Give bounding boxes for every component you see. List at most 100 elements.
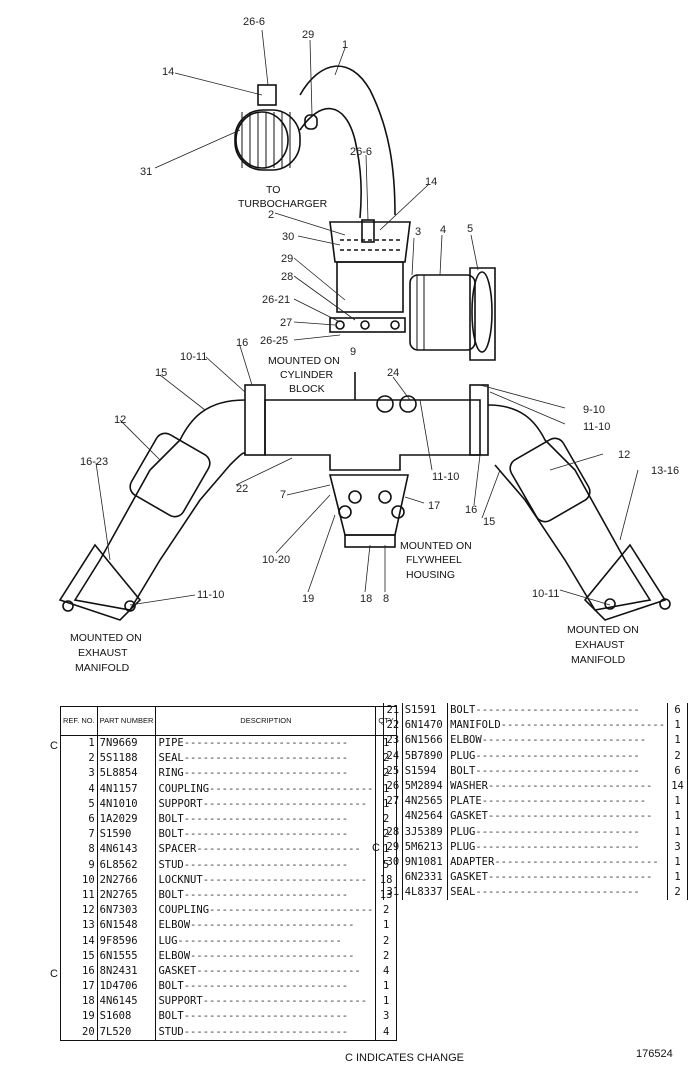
elbow-left-part-15 bbox=[73, 399, 246, 611]
description-text: GASKET bbox=[450, 810, 489, 823]
ref-cell: 12 bbox=[60, 903, 98, 919]
part-number-cell: 9N1081 bbox=[402, 854, 449, 871]
description-cell: COUPLING-------------------------- bbox=[155, 903, 377, 919]
leader-dashes: -------------------------- bbox=[209, 904, 374, 917]
callout-9: 9 bbox=[350, 346, 356, 358]
description-cell: BOLT-------------------------- bbox=[155, 887, 377, 904]
exhaust-flange-left bbox=[58, 543, 142, 621]
part-number-cell: 4N6143 bbox=[97, 842, 157, 858]
description-text: COUPLING bbox=[158, 904, 210, 917]
part-number-cell: 1D4706 bbox=[97, 979, 157, 995]
flywheel-note-line1: MOUNTED ON bbox=[400, 540, 472, 552]
description-cell: LOCKNUT-------------------------- bbox=[155, 872, 377, 888]
header-description: DESCRIPTION bbox=[155, 706, 377, 736]
description-text: PLUG bbox=[450, 840, 476, 853]
leader-dashes: -------------------------- bbox=[183, 1025, 349, 1038]
description-text: ELBOW bbox=[158, 949, 191, 962]
description-text: SUPPORT bbox=[158, 797, 203, 810]
ref-cell bbox=[383, 870, 403, 886]
callout-14-left: 14 bbox=[162, 66, 174, 78]
description-cell: GASKET-------------------------- bbox=[447, 870, 669, 886]
seal-part-31 bbox=[234, 109, 301, 171]
description-text: GASKET bbox=[158, 964, 197, 977]
description-cell: SUPPORT-------------------------- bbox=[155, 796, 377, 812]
description-cell: BOLT-------------------------- bbox=[447, 703, 669, 719]
callout-16-left: 16 bbox=[236, 337, 248, 349]
callout-17: 17 bbox=[428, 500, 440, 512]
callout-13-16: 13-16 bbox=[651, 465, 679, 477]
description-text: GASKET bbox=[450, 871, 489, 884]
leader-dashes: -------------------------- bbox=[209, 782, 374, 795]
description-text: SPACER bbox=[158, 843, 197, 856]
leader-dashes: -------------------------- bbox=[500, 719, 666, 732]
description-cell: BOLT-------------------------- bbox=[155, 979, 377, 995]
turbo-note-line2: TURBOCHARGER bbox=[238, 198, 328, 210]
ref-cell: 25 bbox=[383, 763, 403, 779]
ref-cell: 9 bbox=[60, 857, 98, 873]
description-text: LUG bbox=[158, 934, 178, 947]
callout-11-10-right: 11-10 bbox=[583, 421, 610, 433]
leader-dashes: -------------------------- bbox=[202, 995, 368, 1008]
description-cell: ELBOW-------------------------- bbox=[155, 948, 377, 964]
qty-cell: 6 bbox=[674, 764, 681, 777]
part-number-cell: 6L8562 bbox=[97, 857, 157, 873]
description-cell: WASHER-------------------------- bbox=[447, 778, 669, 795]
callout-29-top: 29 bbox=[302, 29, 314, 41]
ref-cell: 15 bbox=[60, 948, 98, 964]
coupling-left-part-12 bbox=[129, 432, 211, 518]
description-text: STUD bbox=[158, 858, 184, 871]
qty-cell: 1 bbox=[674, 795, 681, 808]
callout-15-right: 15 bbox=[483, 516, 495, 528]
leader-dashes: -------------------------- bbox=[196, 843, 361, 856]
description-text: PIPE bbox=[158, 737, 184, 750]
ref-cell: 5 bbox=[60, 796, 98, 812]
qty-cell: 1 bbox=[382, 995, 390, 1008]
qty-cell: 1 bbox=[674, 871, 681, 884]
leader-dashes: -------------------------- bbox=[183, 813, 349, 826]
callout-2: 2 bbox=[268, 209, 274, 221]
callout-12-right: 12 bbox=[618, 449, 630, 461]
leader-dashes: -------------------------- bbox=[202, 873, 368, 886]
ref-cell: 16 bbox=[60, 963, 98, 979]
part-number-cell: 4N2564 bbox=[402, 809, 449, 825]
description-cell: STUD-------------------------- bbox=[155, 1024, 377, 1041]
part-number-cell: 6N2331 bbox=[402, 870, 449, 886]
description-text: BOLT bbox=[158, 1010, 184, 1023]
description-cell: PLUG-------------------------- bbox=[447, 748, 669, 764]
description-cell: PLATE-------------------------- bbox=[447, 794, 669, 810]
flywheel-note-line2: FLYWHEEL bbox=[406, 554, 462, 566]
ref-cell: 21 bbox=[383, 703, 403, 719]
description-text: ELBOW bbox=[158, 919, 191, 932]
ref-cell: 14 bbox=[60, 933, 98, 949]
ref-cell: 7 bbox=[60, 827, 98, 843]
description-text: COUPLING bbox=[158, 782, 210, 795]
callout-16-right: 16 bbox=[465, 504, 477, 516]
lug-part-14-mid bbox=[361, 219, 375, 243]
part-number-cell: 7N9669 bbox=[97, 735, 157, 752]
exhaust-right-note-line2: EXHAUST bbox=[575, 639, 625, 651]
ref-cell: 8 bbox=[60, 842, 98, 858]
description-cell: ADAPTER-------------------------- bbox=[447, 854, 669, 871]
ref-cell: 29 bbox=[383, 839, 403, 855]
part-number-cell: 4N6145 bbox=[97, 994, 157, 1010]
adapter-part-30 bbox=[329, 221, 411, 263]
change-mark: C bbox=[50, 968, 58, 980]
turbo-note-line1: TO bbox=[266, 184, 280, 196]
ref-cell: 19 bbox=[60, 1009, 98, 1025]
qty-cell: 1 bbox=[382, 980, 390, 993]
callout-10-11-left: 10-11 bbox=[180, 351, 207, 363]
